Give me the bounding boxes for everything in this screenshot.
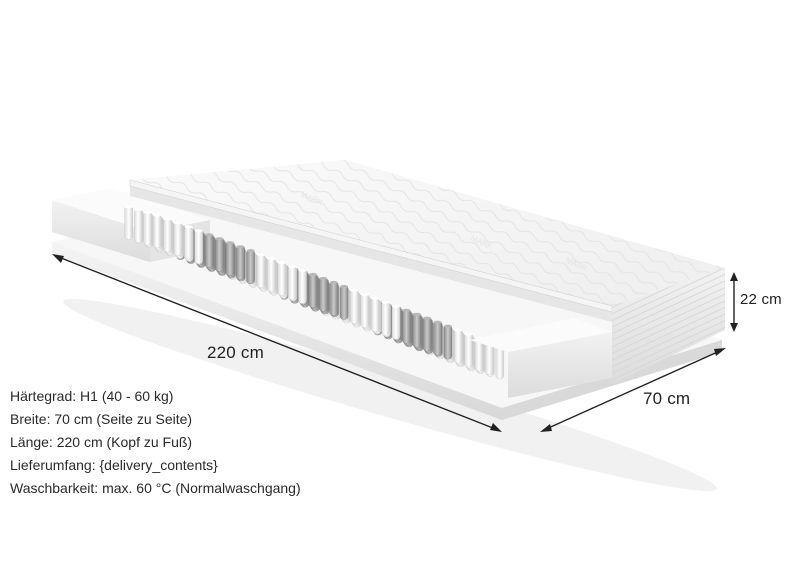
spring-pocket-top — [184, 225, 193, 229]
spring-pocket-top — [134, 207, 143, 212]
spring-pocket-top — [464, 332, 473, 336]
spring-pocket-grey — [329, 281, 338, 316]
spring-pocket-white — [381, 301, 390, 336]
spring-pocket-white — [350, 289, 359, 324]
spec-label: Lieferumfang: — [10, 457, 96, 473]
spring-pocket-top — [371, 296, 380, 300]
spring-pocket-top — [329, 280, 338, 285]
width-label: 70 cm — [643, 389, 691, 408]
height-dimension-arrow — [730, 272, 738, 332]
spec-label: Härtegrad: — [10, 388, 77, 404]
spring-pocket-top — [194, 229, 203, 233]
width-dimension-arrow — [540, 348, 726, 432]
spring-pocket-top — [236, 245, 245, 249]
spring-pocket-white — [391, 305, 401, 340]
spring-pocket-grey — [402, 309, 411, 344]
spec-label: Waschbarkeit: — [10, 480, 99, 496]
spring-pocket-white — [360, 293, 369, 328]
spring-pocket-top — [246, 249, 255, 253]
spring-pocket-white — [277, 261, 286, 296]
spring-pocket-grey — [204, 233, 214, 269]
spring-pocket-white — [133, 208, 143, 243]
spring-pocket-top — [163, 217, 172, 221]
spec-row-length: Länge: 220 cm (Kopf zu Fuß) — [10, 431, 301, 454]
spring-pocket-grey — [422, 317, 432, 352]
spring-pocket-grey — [319, 277, 328, 312]
spec-value: {delivery_contents} — [99, 457, 218, 473]
spring-pocket-top — [215, 237, 224, 241]
floor-shadow — [63, 298, 717, 492]
spring-pocket-white — [464, 332, 473, 368]
spring-pocket-top — [423, 316, 432, 320]
spring-pocket-grey — [443, 325, 453, 360]
spring-pocket-white — [184, 225, 193, 261]
spring-pocket-grey — [225, 241, 235, 277]
spec-row-width: Breite: 70 cm (Seite zu Seite) — [10, 408, 301, 431]
spring-pocket-grey — [215, 237, 224, 273]
spring-pocket-top — [392, 304, 400, 308]
spring-pocket-top — [340, 284, 349, 289]
spring-pocket-white — [267, 257, 276, 292]
spring-pocket-grey — [433, 321, 442, 356]
spring-pocket-top — [412, 312, 421, 316]
spring-pocket-white — [454, 328, 463, 364]
spring-pocket-grey — [236, 245, 245, 281]
spring-pocket-top — [402, 308, 411, 312]
spec-label: Länge: — [10, 434, 53, 450]
spec-row-washability: Waschbarkeit: max. 60 °C (Normalwaschgan… — [10, 477, 301, 500]
spring-pocket-top — [277, 261, 286, 265]
spring-pocket-top — [267, 257, 276, 261]
spring-pocket-white — [371, 297, 380, 332]
spec-list: Härtegrad: H1 (40 - 60 kg) Breite: 70 cm… — [10, 385, 301, 500]
spec-row-firmness: Härtegrad: H1 (40 - 60 kg) — [10, 385, 301, 408]
spring-pocket-top — [308, 272, 317, 277]
spring-pocket-white — [173, 221, 183, 257]
spring-pocket-top — [143, 210, 152, 214]
spring-pocket-white — [256, 253, 266, 288]
spring-pocket-white — [194, 229, 203, 265]
spec-value: H1 (40 - 60 kg) — [80, 388, 174, 404]
length-label: 220 cm — [207, 343, 264, 362]
spring-pocket-top — [443, 324, 452, 328]
spring-pocket-top — [257, 253, 265, 257]
topper-layer: MARK MARK MARK — [129, 160, 725, 384]
pocket-spring-core — [124, 205, 504, 380]
spring-pocket-grey — [246, 249, 255, 284]
spring-pocket-top — [454, 328, 463, 332]
spec-value: 220 cm (Kopf zu Fuß) — [56, 434, 193, 450]
height-label: 22 cm — [740, 291, 782, 308]
spring-pocket-white — [124, 205, 133, 240]
spring-pocket-top — [433, 320, 442, 324]
spring-pocket-top — [298, 269, 307, 273]
spring-pocket-grey — [339, 285, 349, 320]
spring-pocket-white — [288, 265, 297, 300]
spring-pocket-white — [152, 213, 162, 249]
spring-pocket-top — [319, 276, 328, 281]
spring-pocket-top — [288, 265, 297, 269]
spring-pocket-white — [298, 269, 307, 304]
spring-pocket-grey — [412, 313, 421, 348]
spring-pocket-top — [174, 221, 182, 225]
spring-pocket-grey — [308, 273, 318, 308]
spec-label: Breite: — [10, 411, 51, 427]
spring-pocket-top — [205, 233, 214, 237]
spec-row-delivery: Lieferumfang: {delivery_contents} — [10, 454, 301, 477]
spring-pocket-top — [381, 300, 390, 304]
spring-pocket-top — [350, 288, 359, 292]
spring-pocket-top — [360, 292, 369, 296]
spec-value: 70 cm (Seite zu Seite) — [54, 411, 193, 427]
spring-pocket-white — [143, 210, 152, 246]
spring-pocket-top — [225, 241, 234, 245]
spring-pocket-white — [163, 217, 172, 253]
spec-value: max. 60 °C (Normalwaschgang) — [102, 480, 301, 496]
spring-pocket-top — [153, 213, 162, 217]
head-foam-block — [470, 318, 612, 398]
length-dimension-arrow — [52, 254, 502, 432]
spring-pocket-top — [124, 205, 133, 209]
